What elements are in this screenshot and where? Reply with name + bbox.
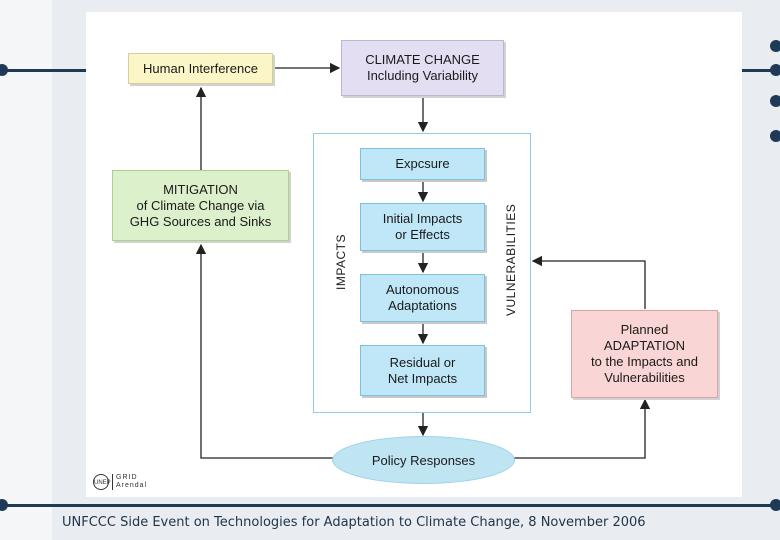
- footer-caption: UNFCCC Side Event on Technologies for Ad…: [62, 515, 646, 530]
- human-interference-box: Human Interference: [128, 53, 273, 84]
- right-dot-4: [770, 130, 780, 142]
- right-dot-1: [770, 40, 780, 52]
- arendal-text: Arendal: [116, 482, 148, 489]
- grid-arendal-wordmark: GRID Arendal: [112, 474, 147, 490]
- arrow-policy-to-mitigation: [195, 243, 333, 459]
- unep-text: UNEP: [94, 480, 111, 486]
- arrow-adaptation-to-impacts: [531, 255, 646, 309]
- grid-text: GRID: [116, 474, 138, 481]
- policy-responses-ellipse: Policy Responses: [332, 436, 515, 484]
- left-margin-band: [0, 0, 52, 540]
- climate-change-box: CLIMATE CHANGE Including Variability: [341, 40, 504, 96]
- unep-emblem-icon: UNEP: [93, 474, 111, 490]
- bottom-rule: [0, 504, 780, 507]
- top-left-rule: [0, 69, 86, 72]
- arrow-policy-to-adaptation: [514, 398, 651, 459]
- unep-grid-logo: UNEP GRID Arendal: [93, 474, 147, 490]
- residual-impacts-box: Residual or Net Impacts: [360, 345, 485, 396]
- exposure-box: Expcsure: [360, 148, 485, 180]
- right-dot-3: [770, 95, 780, 107]
- initial-impacts-box: Initial Impacts or Effects: [360, 203, 485, 251]
- top-left-dot: [0, 64, 8, 76]
- autonomous-adaptations-box: Autonomous Adaptations: [360, 274, 485, 322]
- bottom-right-dot: [770, 499, 780, 511]
- right-dot-2: [770, 64, 780, 76]
- top-right-rule: [742, 69, 780, 72]
- planned-adaptation-box: Planned ADAPTATION to the Impacts and Vu…: [571, 310, 718, 398]
- bottom-left-dot: [0, 499, 8, 511]
- policy-responses-label: Policy Responses: [371, 452, 476, 468]
- mitigation-box: MITIGATION of Climate Change via GHG Sou…: [112, 170, 289, 241]
